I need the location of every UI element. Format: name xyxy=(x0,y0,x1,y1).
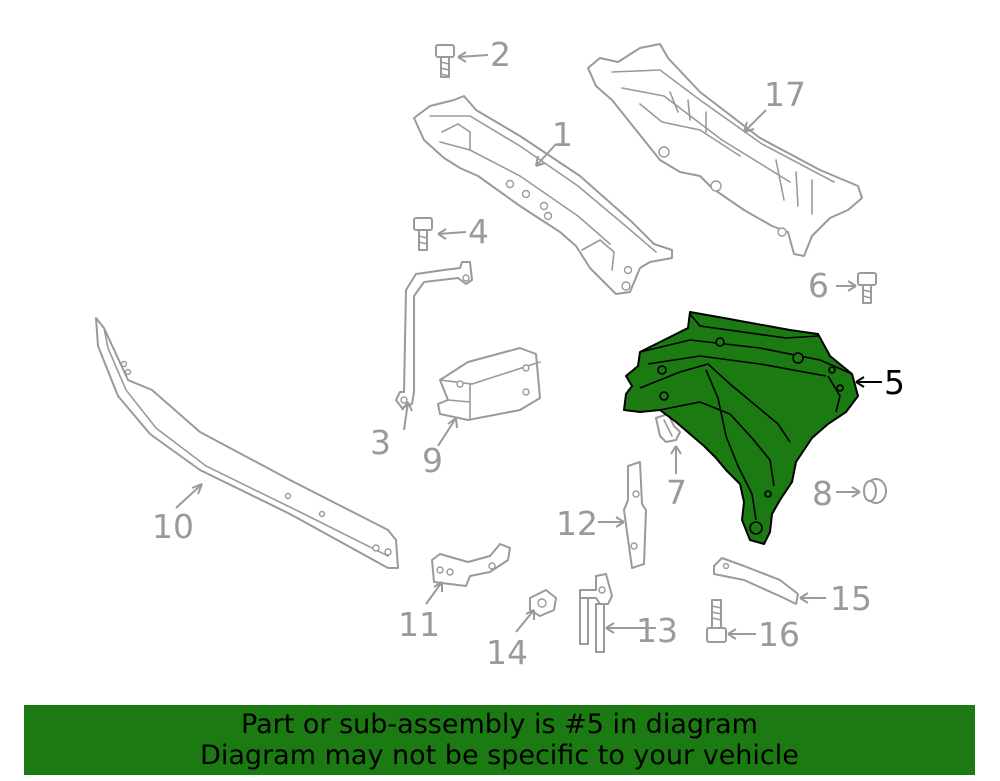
callout-17: 17 xyxy=(764,75,806,114)
callout-9: 9 xyxy=(422,441,443,480)
part-11-bracket xyxy=(431,543,511,587)
clip-8 xyxy=(863,478,887,504)
part-9-bracket xyxy=(437,347,541,421)
bolt-4 xyxy=(413,217,433,251)
callout-10: 10 xyxy=(152,507,194,546)
part-12-plate xyxy=(623,461,647,569)
nut-14 xyxy=(529,589,557,617)
part-15-strip xyxy=(713,557,799,605)
callout-arrows xyxy=(175,51,882,640)
callout-1: 1 xyxy=(552,115,573,154)
banner-line-1: Part or sub-assembly is #5 in diagram xyxy=(241,709,758,740)
callout-7: 7 xyxy=(666,473,687,512)
info-banner: Part or sub-assembly is #5 in diagram Di… xyxy=(24,705,975,775)
part-1-crossmember xyxy=(413,95,673,295)
callout-16: 16 xyxy=(758,615,800,654)
callout-12: 12 xyxy=(556,504,598,543)
part-17-upper-tie-bar xyxy=(587,43,863,257)
callout-5: 5 xyxy=(884,363,905,402)
callout-14: 14 xyxy=(486,633,528,672)
callout-13: 13 xyxy=(636,611,678,650)
callout-15: 15 xyxy=(830,579,872,618)
callout-3: 3 xyxy=(370,423,391,462)
part-3-rod xyxy=(395,261,473,409)
callout-8: 8 xyxy=(812,474,833,513)
part-5-air-deflector xyxy=(623,311,859,545)
bolt-6 xyxy=(857,272,877,304)
bolt-2 xyxy=(435,44,455,78)
callout-4: 4 xyxy=(468,212,489,251)
banner-line-2: Diagram may not be specific to your vehi… xyxy=(200,740,799,771)
callout-11: 11 xyxy=(398,605,440,644)
callout-2: 2 xyxy=(490,35,511,74)
part-13-bracket xyxy=(579,573,613,653)
bolt-16 xyxy=(706,599,727,643)
part-10-reinforcement xyxy=(95,317,399,569)
callout-6: 6 xyxy=(808,266,829,305)
